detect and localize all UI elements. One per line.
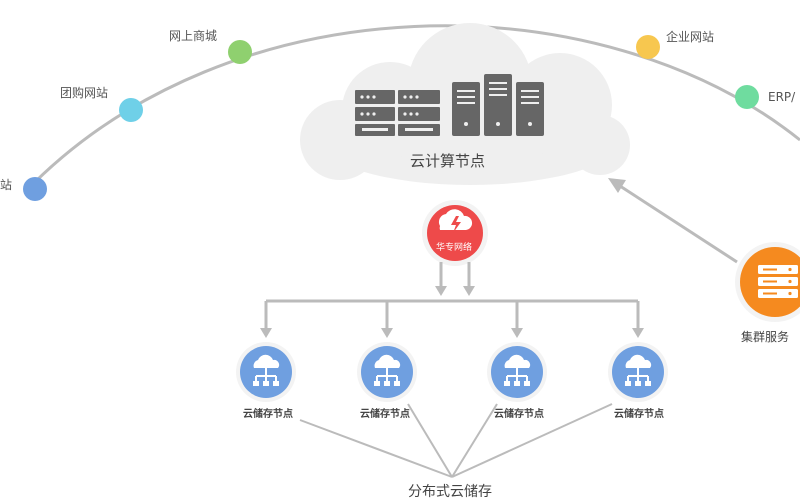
storage-label-1: 云储存节点 xyxy=(243,409,293,420)
network-badge-label: 华专网络 xyxy=(436,243,473,253)
storage-label-3: 云储存节点 xyxy=(494,409,544,420)
arc-label-site: 站 xyxy=(0,178,13,192)
server-rack-icon xyxy=(355,90,440,136)
arc-node-enterprise xyxy=(636,35,660,59)
server-stack-icon xyxy=(758,265,798,298)
arc-node-erp xyxy=(735,85,759,109)
cluster-label: 集群服务 xyxy=(741,330,790,344)
storage-label-4: 云储存节点 xyxy=(614,409,664,420)
storage-label-2: 云储存节点 xyxy=(360,409,410,420)
storage-node-1 xyxy=(236,342,296,402)
cloud-network-icon xyxy=(625,354,652,386)
distribution-arrowheads xyxy=(260,328,644,338)
badge-down-arrows xyxy=(435,262,475,296)
distribution-tree xyxy=(264,299,640,330)
storage-node-3 xyxy=(487,342,547,402)
cloud-label: 云计算节点 xyxy=(410,152,486,170)
cluster-to-cloud-arrow xyxy=(608,178,738,264)
arc-label-online-mall: 网上商城 xyxy=(169,29,218,43)
tower-server-icon xyxy=(452,74,544,136)
cloud-network-icon xyxy=(374,354,401,386)
arc-node-site xyxy=(23,177,47,201)
storage-node-2 xyxy=(357,342,417,402)
arc-node-group-buy xyxy=(119,98,143,122)
cloud-network-icon xyxy=(253,354,280,386)
cloud-network-icon xyxy=(504,354,531,386)
arc-label-enterprise: 企业网站 xyxy=(666,30,715,44)
cloud-lightning-icon xyxy=(438,209,473,233)
converge-lines xyxy=(299,403,613,478)
storage-node-4 xyxy=(608,342,668,402)
arc-label-erp: ERP/ xyxy=(768,90,796,104)
distributed-storage-label: 分布式云储存 xyxy=(408,484,492,500)
arc-node-online-mall xyxy=(228,40,252,64)
arc-label-group-buy: 团购网站 xyxy=(60,86,109,100)
